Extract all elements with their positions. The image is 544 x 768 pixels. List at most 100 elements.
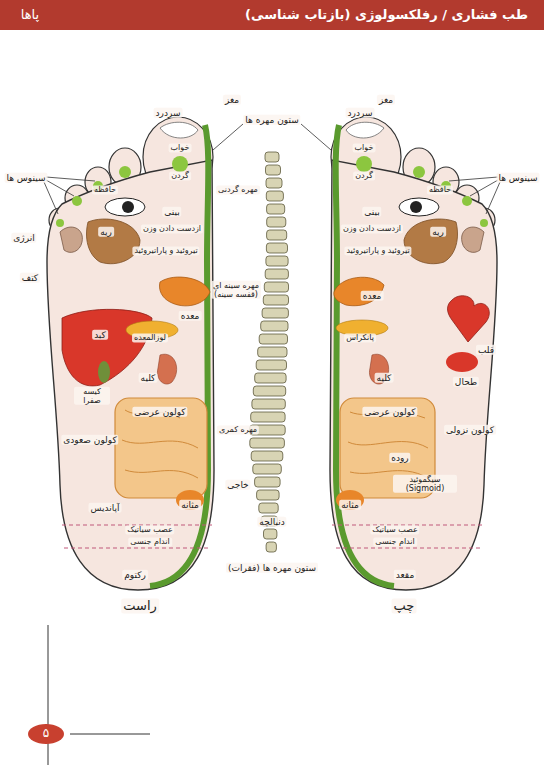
region-label: سینوس ها xyxy=(5,173,48,183)
region-label: ازدست دادن وزن xyxy=(341,224,403,233)
vertebra xyxy=(266,165,281,175)
vertebra xyxy=(266,542,276,552)
region-label: مهره سینه ای (قفسه سینه) xyxy=(211,281,261,299)
page-number-badge xyxy=(28,724,64,744)
region-label: پانکراس xyxy=(344,333,376,342)
region-label: پاها xyxy=(19,8,41,23)
region-label: لوزالمعده xyxy=(132,333,168,342)
region-label: گردن xyxy=(353,171,375,180)
vertebra xyxy=(252,399,285,409)
region-label: تیروئید و پاراتیروئید xyxy=(132,246,199,255)
region-label: مثانه xyxy=(339,500,361,510)
region-label: کلیه xyxy=(375,373,394,383)
region-label: عصب سیاتیک xyxy=(125,525,174,534)
right-foot xyxy=(47,117,214,590)
region-label: ۵ xyxy=(41,727,51,741)
region-label: عصب سیاتیک xyxy=(370,525,419,534)
region-label: تیروئید و پاراتیروئید xyxy=(344,246,411,255)
left-organs xyxy=(334,277,489,510)
region-label: سیگموئید (Sigmoid) xyxy=(393,475,457,493)
region-label: اندام جنسی xyxy=(373,537,417,546)
region-label: حافظه xyxy=(92,185,118,194)
region-label: گردن xyxy=(169,171,191,180)
header-bar xyxy=(0,0,544,30)
region-label: مقعد xyxy=(394,570,416,580)
region-label: خاجی xyxy=(225,480,250,490)
vertebra xyxy=(265,269,288,279)
region-label: ستون مهره ها (فقرات) xyxy=(226,563,318,573)
vertebra xyxy=(259,503,278,513)
region-label: کیسه صفرا xyxy=(74,387,110,405)
rule xyxy=(70,734,150,735)
region-label: طحال xyxy=(453,377,479,387)
region-label: سینوس ها xyxy=(497,173,540,183)
vertebra xyxy=(262,308,288,318)
region-label: ریه xyxy=(98,227,114,237)
region-label: اندام جنسی xyxy=(128,537,172,546)
vertebra xyxy=(264,282,288,292)
region-label: دنبالچه xyxy=(257,517,286,527)
region-label: ستون مهره ها xyxy=(243,115,300,125)
region-label: کتف xyxy=(20,273,40,283)
region-label: معده xyxy=(179,311,202,321)
region-label: مثانه xyxy=(179,500,201,510)
region-label: رکتوم xyxy=(122,570,148,580)
vertebra xyxy=(267,217,286,227)
vertebra xyxy=(253,464,281,474)
region-label: کولون نزولی xyxy=(444,425,496,435)
vertebra xyxy=(259,334,287,344)
region-label: چپ xyxy=(392,599,417,614)
rule xyxy=(48,625,49,765)
region-label: انرژی xyxy=(11,233,36,243)
vertebra xyxy=(253,386,285,396)
vertebra xyxy=(264,529,277,539)
vertebra xyxy=(261,321,288,331)
vertebra xyxy=(255,477,281,487)
region-label: کبد xyxy=(92,330,108,340)
region-label: کولون عرضی xyxy=(362,407,417,417)
vertebra xyxy=(263,295,288,305)
vertebra xyxy=(265,152,279,162)
vertebra xyxy=(251,412,285,422)
left-foot xyxy=(330,117,497,590)
region-label: مغز xyxy=(223,95,241,105)
vertebra xyxy=(257,490,280,500)
vertebra xyxy=(267,230,287,240)
region-label: کولون صعودی xyxy=(61,435,118,445)
region-label: روده xyxy=(389,453,410,463)
vertebra xyxy=(266,191,283,201)
vertebra xyxy=(258,347,287,357)
region-label: معده xyxy=(361,291,384,301)
region-label: سردرد xyxy=(154,108,183,118)
region-label: حافظه xyxy=(427,185,453,194)
region-label: خواب xyxy=(353,143,376,152)
region-label: خواب xyxy=(169,143,192,152)
right-organs xyxy=(62,277,210,510)
region-label: مهره کمری xyxy=(217,425,259,434)
spine xyxy=(250,152,289,552)
region-label: بینی xyxy=(162,207,181,217)
region-label: سردرد xyxy=(346,108,375,118)
vertebra xyxy=(251,451,283,461)
region-label: مغز xyxy=(377,95,395,105)
region-label: کولون عرضی xyxy=(132,407,187,417)
vertebra xyxy=(255,373,286,383)
vertebra xyxy=(256,360,286,370)
region-label: ریه xyxy=(430,227,446,237)
region-label: قلب xyxy=(476,345,496,355)
vertebra xyxy=(250,438,285,448)
vertebra xyxy=(266,256,288,266)
page-title: طب فشاری / رفلکسولوژی (بازتاب شناسی) xyxy=(245,7,528,22)
region-label: کلیه xyxy=(139,373,158,383)
region-label: آپاندیس xyxy=(89,503,122,513)
vertebra xyxy=(267,204,285,214)
vertebra xyxy=(266,178,282,188)
region-label: مهره گردنی xyxy=(216,185,260,194)
vertebra xyxy=(266,243,287,253)
region-label: ازدست دادن وزن xyxy=(141,224,203,233)
region-label: راست xyxy=(121,599,159,614)
leader-lines xyxy=(44,124,500,214)
region-label: بینی xyxy=(362,207,381,217)
